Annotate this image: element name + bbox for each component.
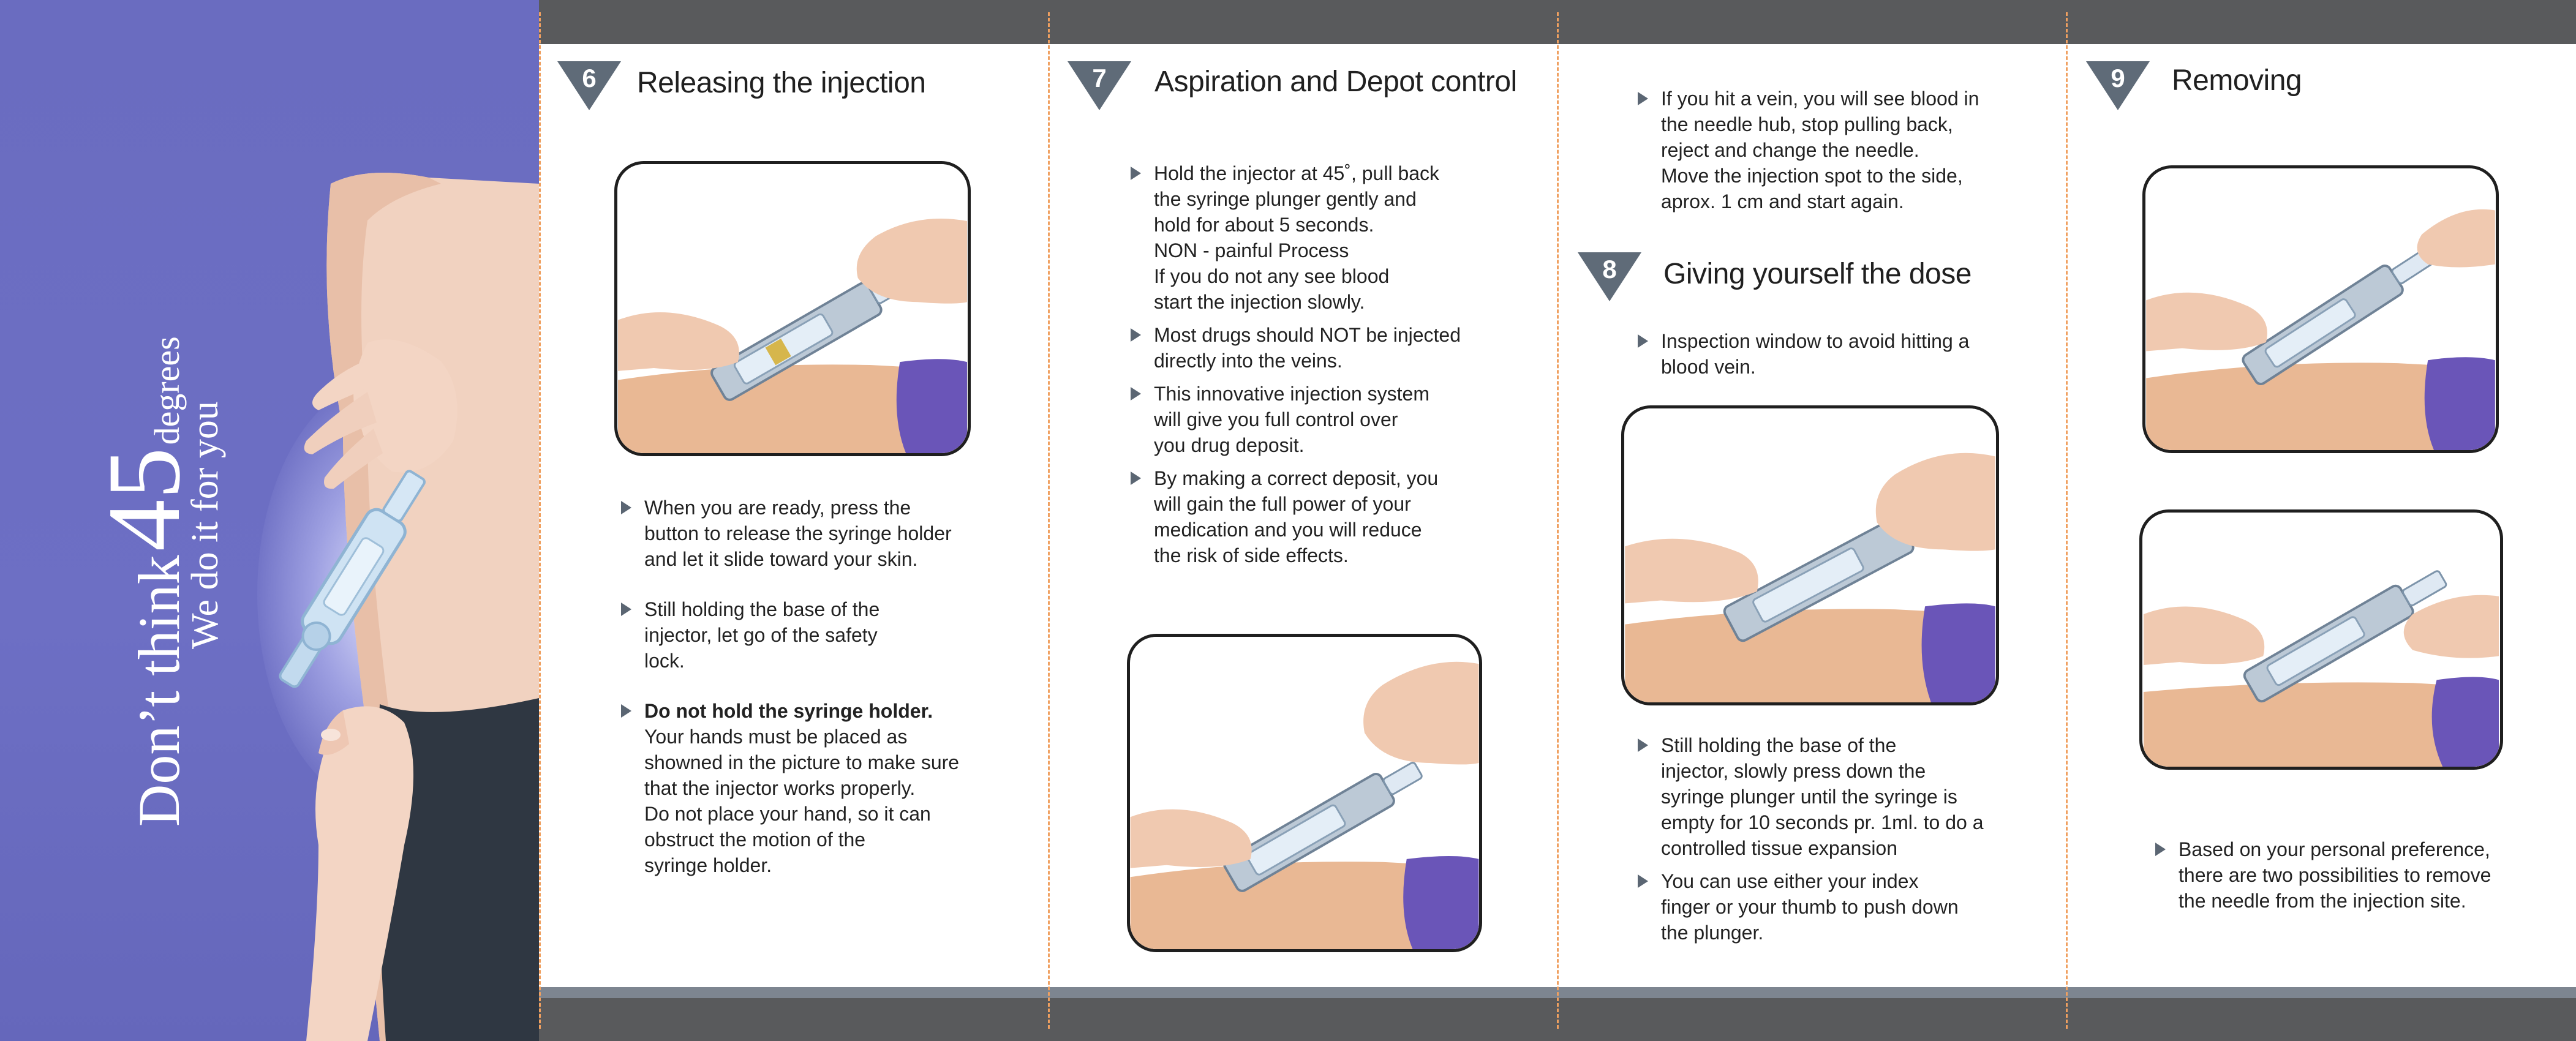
step-badge-8: 8	[1578, 252, 1641, 301]
step-6-photo	[614, 161, 971, 456]
fold-line	[539, 12, 541, 1029]
step-badge-7: 7	[1068, 61, 1131, 110]
step-7-title: Aspiration and Depot control	[1154, 66, 1517, 98]
list-item: Do not hold the syringe holder. Your han…	[619, 698, 1011, 878]
cover-unit: degrees	[147, 336, 187, 445]
list-item: If you hit a vein, you will see blood in…	[1635, 86, 2039, 214]
step-9-photo-top	[2142, 165, 2499, 453]
list-item: Still holding the base of the injector, …	[619, 596, 1011, 674]
cover-number: 45	[86, 447, 201, 552]
fold-line	[1557, 12, 1559, 1029]
step-6-number: 6	[582, 64, 596, 92]
cover-prefix: Don’t think	[126, 555, 192, 827]
step-8-photo	[1621, 405, 1999, 705]
list-item: Still holding the base of the injector, …	[1635, 732, 2039, 861]
step-6-title: Releasing the injection	[637, 67, 926, 99]
injection-illustration	[618, 164, 967, 453]
step-7-photo	[1127, 634, 1482, 952]
step-6-bullets: When you are ready, press the button to …	[619, 495, 1011, 878]
step-7-bullets: Hold the injector at 45˚, pull back the …	[1128, 160, 1526, 568]
step-badge-6: 6	[557, 61, 621, 110]
list-item: Based on your personal preference, there…	[2153, 836, 2557, 914]
step-9-title: Removing	[2172, 64, 2302, 97]
list-item: When you are ready, press the button to …	[619, 495, 1011, 572]
step-7-continued-bullets: If you hit a vein, you will see blood in…	[1635, 86, 2039, 214]
step-badge-9: 9	[2086, 61, 2150, 110]
list-item: Inspection window to avoid hitting a blo…	[1635, 328, 2039, 380]
list-item: You can use either your index finger or …	[1635, 868, 2039, 945]
injection-illustration	[1625, 408, 1995, 702]
list-item: By making a correct deposit, you will ga…	[1128, 465, 1526, 568]
cover-arm-illustration	[279, 173, 539, 1041]
step-8-bullets: Still holding the base of the injector, …	[1635, 732, 2039, 945]
list-item: Most drugs should NOT be injected direct…	[1128, 322, 1526, 374]
step-9-number: 9	[2111, 64, 2125, 92]
removal-illustration	[2146, 168, 2495, 450]
removal-illustration	[2143, 513, 2499, 767]
cover-title: Don’t think 45 degrees We do it for you	[86, 153, 251, 827]
injection-illustration	[1130, 637, 1479, 949]
list-item: Hold the injector at 45˚, pull back the …	[1128, 160, 1526, 315]
step-8-number: 8	[1602, 255, 1616, 284]
step-8-intro-bullets: Inspection window to avoid hitting a blo…	[1635, 328, 2039, 380]
cover-panel: Don’t think 45 degrees We do it for you	[0, 0, 539, 1041]
step-9-bullets: Based on your personal preference, there…	[2153, 836, 2557, 914]
fold-line	[1048, 12, 1050, 1029]
step-8-title: Giving yourself the dose	[1663, 258, 1972, 290]
fold-line	[2066, 12, 2068, 1029]
step-7-number: 7	[1092, 64, 1106, 92]
list-item: This innovative injection system will gi…	[1128, 381, 1526, 458]
cover-slogan: We do it for you	[184, 401, 226, 649]
step-9-photo-bottom	[2139, 509, 2503, 770]
